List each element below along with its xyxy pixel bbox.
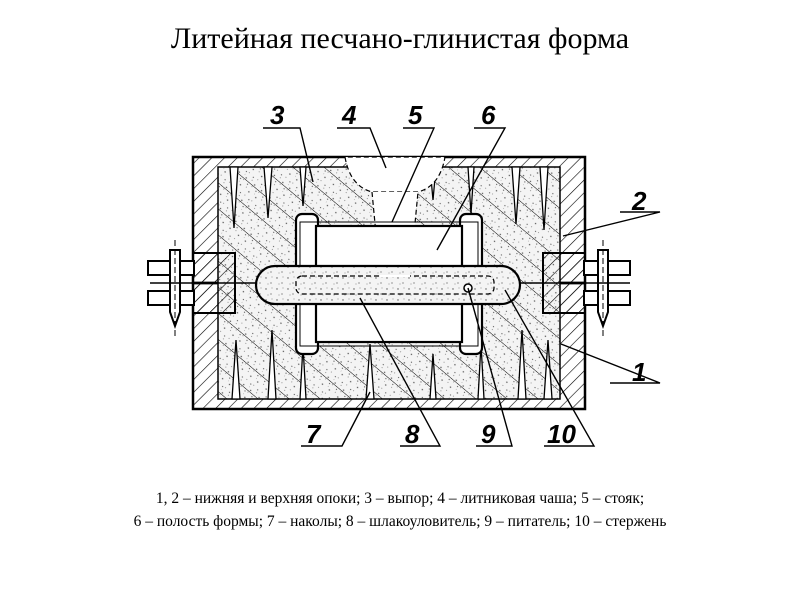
casting-mold-diagram: 1 2 3 4 5 6 7 8 9 10 <box>147 100 661 449</box>
legend-line-1: 1, 2 – нижняя и верхняя опоки; 3 – выпор… <box>155 490 645 507</box>
callout-1: 1 <box>632 357 646 387</box>
legend-line-2: 6 – полость формы; 7 – наколы; 8 – шлако… <box>133 513 667 530</box>
vent-pins <box>229 166 553 400</box>
diagram-title: Литейная песчано-глинистая форма <box>170 22 630 55</box>
callout-8: 8 <box>405 419 420 449</box>
clamp-pin-right <box>583 240 631 336</box>
callout-7: 7 <box>306 419 322 449</box>
slag-trap <box>295 275 495 295</box>
callout-9: 9 <box>481 419 496 449</box>
callout-6: 6 <box>481 100 496 130</box>
clamp-pin-left <box>147 240 195 336</box>
callout-3: 3 <box>270 100 285 130</box>
leader-lines <box>263 127 661 447</box>
callout-4: 4 <box>341 100 357 130</box>
callout-10: 10 <box>547 419 576 449</box>
pouring-cup <box>344 156 446 193</box>
callout-2: 2 <box>631 186 647 216</box>
callout-5: 5 <box>408 100 423 130</box>
callout-labels: 1 2 3 4 5 6 7 8 9 10 <box>270 100 647 449</box>
